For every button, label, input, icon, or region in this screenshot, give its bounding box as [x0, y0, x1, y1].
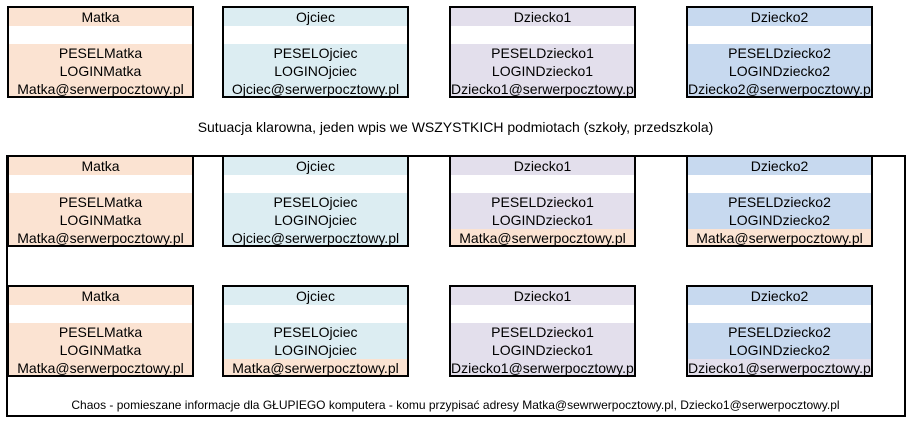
card-title: Ojciec — [224, 8, 407, 26]
card-login: LOGINMatka — [9, 62, 192, 80]
card-spacer — [451, 305, 634, 323]
card-title: Ojciec — [224, 287, 407, 305]
card-login: LOGINDziecko2 — [688, 211, 871, 229]
card-email: Ojciec@serwerpocztowy.pl — [224, 229, 407, 245]
card-login: LOGINOjciec — [224, 341, 407, 359]
card-spacer — [224, 175, 407, 193]
card-login: LOGINDziecko1 — [451, 211, 634, 229]
card-pesel: PESELDziecko1 — [451, 44, 634, 62]
card-pesel: PESELOjciec — [224, 44, 407, 62]
card-spacer — [224, 26, 407, 44]
card-pesel: PESELDziecko1 — [451, 323, 634, 341]
card-email: Matka@serwerpocztowy.pl — [688, 229, 871, 245]
card-spacer — [688, 175, 871, 193]
card-login: LOGINOjciec — [224, 62, 407, 80]
card-pesel: PESELMatka — [9, 44, 192, 62]
card-pesel: PESELMatka — [9, 193, 192, 211]
card-email: Matka@serwerpocztowy.pl — [9, 359, 192, 375]
card-pesel: PESELDziecko2 — [688, 323, 871, 341]
caption-clear: Sutuacja klarowna, jeden wpis we WSZYSTK… — [197, 119, 714, 135]
card-title: Dziecko2 — [688, 287, 871, 305]
card-spacer — [688, 305, 871, 323]
card-spacer — [451, 26, 634, 44]
card-title: Dziecko1 — [451, 287, 634, 305]
card-login: LOGINDziecko1 — [451, 62, 634, 80]
card-title: Dziecko2 — [688, 8, 871, 26]
card-spacer — [224, 305, 407, 323]
card-pesel: PESELOjciec — [224, 323, 407, 341]
card-title: Matka — [9, 157, 192, 175]
card-email: Dziecko2@serwerpocztowy.pl — [688, 80, 873, 97]
card-spacer — [9, 26, 192, 44]
card-email: Dziecko1@serwerpocztowy.pl — [451, 80, 636, 97]
card-title: Matka — [9, 287, 192, 305]
card-login: LOGINMatka — [9, 211, 192, 229]
card-title: Dziecko1 — [451, 157, 634, 175]
card-title: Dziecko2 — [688, 157, 871, 175]
card-spacer — [9, 305, 192, 323]
caption-chaos: Chaos - pomieszane informacje dla GŁUPIE… — [71, 398, 840, 412]
card-email: Matka@serwerpocztowy.pl — [9, 229, 192, 245]
card-pesel: PESELDziecko2 — [688, 193, 871, 211]
card-spacer — [9, 175, 192, 193]
card-login: LOGINDziecko2 — [688, 341, 871, 359]
card-spacer — [688, 26, 871, 44]
card-login: LOGINMatka — [9, 341, 192, 359]
card-pesel: PESELDziecko1 — [451, 193, 634, 211]
card-pesel: PESELDziecko2 — [688, 44, 871, 62]
card-pesel: PESELOjciec — [224, 193, 407, 211]
card-email: Matka@serwerpocztowy.pl — [224, 359, 407, 375]
card-login: LOGINOjciec — [224, 211, 407, 229]
card-spacer — [451, 175, 634, 193]
card-login: LOGINDziecko2 — [688, 62, 871, 80]
card-email: Matka@serwerpocztowy.pl — [451, 229, 634, 245]
card-email: Dziecko1@serwerpocztowy.pl — [451, 359, 636, 376]
card-email: Ojciec@serwerpocztowy.pl — [224, 80, 407, 96]
card-email: Matka@serwerpocztowy.pl — [9, 80, 192, 96]
card-email: Dziecko1@serwerpocztowy.pl — [688, 359, 873, 376]
card-pesel: PESELMatka — [9, 323, 192, 341]
card-title: Dziecko1 — [451, 8, 634, 26]
card-title: Matka — [9, 8, 192, 26]
card-login: LOGINDziecko1 — [451, 341, 634, 359]
card-title: Ojciec — [224, 157, 407, 175]
